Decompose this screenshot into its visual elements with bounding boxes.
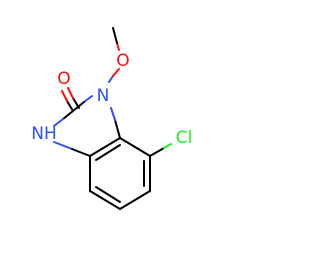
bond-n1-o-red — [112, 68, 120, 77]
bond-n3-c3a-black — [71, 148, 91, 157]
bond-c2-o-red-2 — [67, 87, 74, 99]
bond-c7a-n1-blue — [110, 107, 116, 121]
bond-n3-c3a-blue — [53, 141, 73, 150]
bond-c7a-n1-black — [114, 119, 121, 139]
bond-c2-n3-black — [62, 110, 74, 120]
bond-c2-n3-blue — [53, 118, 64, 127]
chlorine-label: Cl — [176, 128, 193, 148]
bond-c3a-c7a — [89, 137, 121, 157]
methoxy-oxygen-label: O — [116, 51, 129, 71]
bond-c5-c4 — [89, 190, 121, 210]
bonds — [53, 27, 172, 210]
bond-n1-c2-blue — [83, 95, 93, 103]
bond-c7-cl-colored — [163, 143, 172, 149]
bond-c6-c5 — [119, 190, 151, 210]
atom-labels: O O N NH Cl — [31, 51, 192, 148]
bond-c7a-c7 — [119, 137, 151, 157]
bond-n1-o-blue — [108, 75, 114, 83]
bond-o-ch3-red — [116, 42, 120, 51]
carbonyl-oxygen-label: O — [57, 69, 70, 89]
bond-c2-o-black-1 — [66, 100, 74, 112]
bond-o-ch3-black — [112, 27, 118, 44]
ring-nitrogen-h-label: NH — [31, 124, 57, 144]
molecule-svg: O O N NH Cl — [31, 27, 192, 210]
ring-nitrogen-methoxy-label: N — [97, 86, 110, 106]
bond-c2-o-red-1 — [61, 90, 68, 102]
molecule-structure-diagram: O O N NH Cl — [31, 27, 193, 210]
bond-c2-o-black-2 — [72, 97, 80, 109]
bond-c3a-c7a-inner — [95, 144, 121, 161]
bond-c5-c4-inner — [95, 186, 121, 203]
bond-c7-cl — [149, 147, 165, 157]
